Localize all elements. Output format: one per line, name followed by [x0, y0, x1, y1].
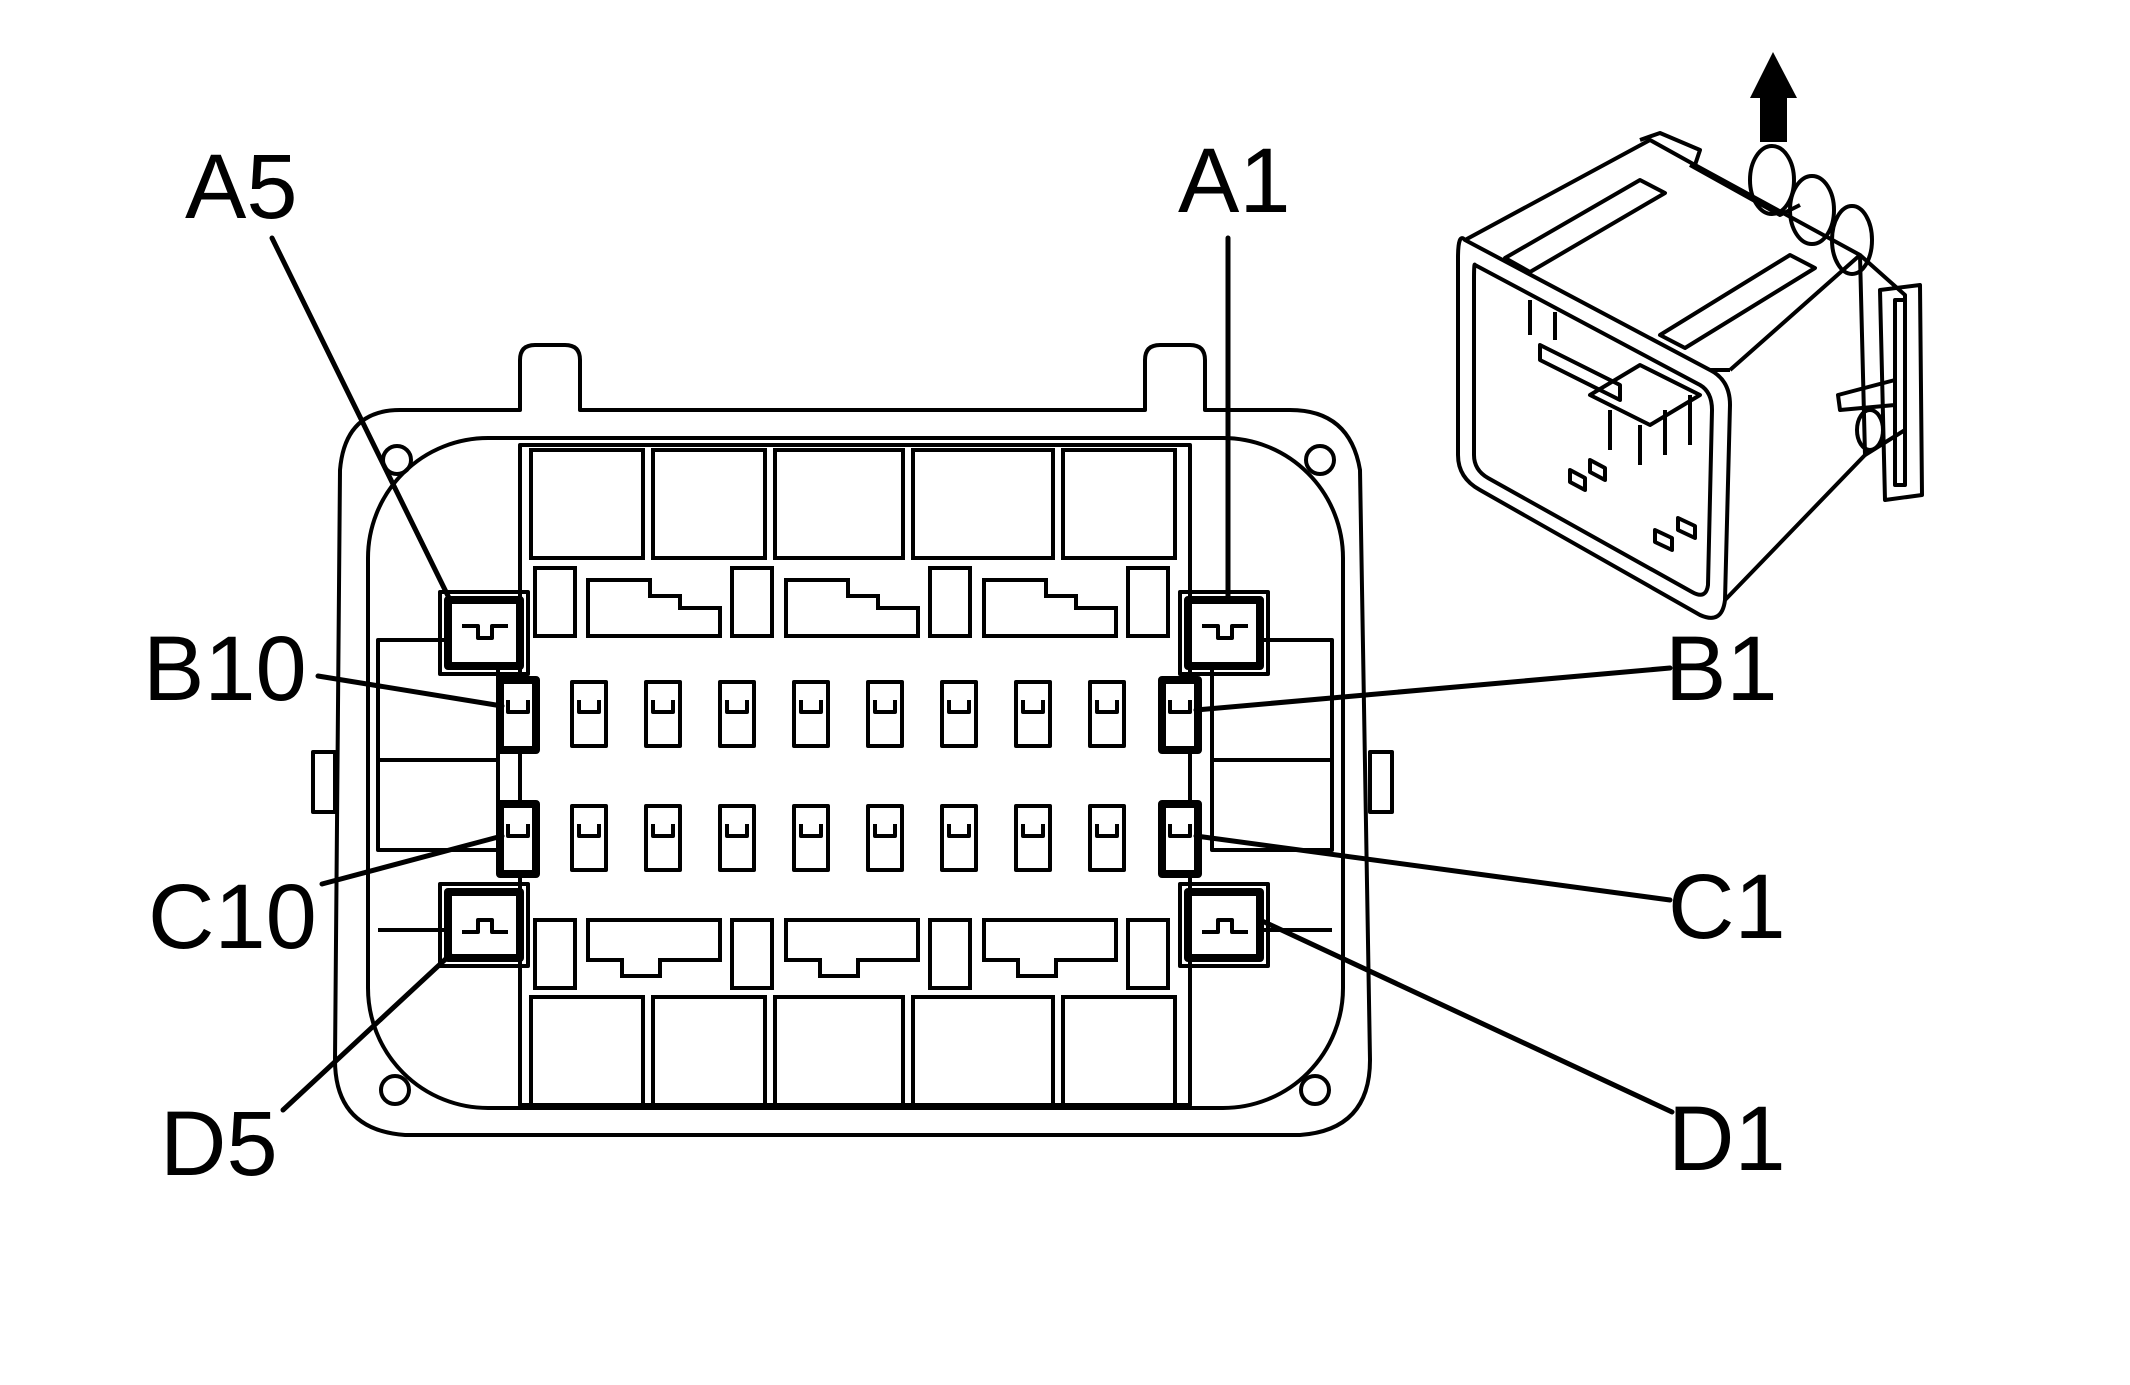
leader-a5 — [269, 235, 453, 603]
bottom-cavity-row — [529, 995, 1177, 1107]
terminal-row-c — [496, 800, 1202, 878]
pin-label-b10: B10 — [143, 618, 307, 720]
pin-label-a1: A1 — [1178, 130, 1291, 232]
leader-d5 — [280, 952, 453, 1113]
terminal-d5 — [438, 882, 530, 968]
leader-d1 — [1257, 917, 1675, 1115]
pin-label-b1: B1 — [1665, 618, 1778, 720]
mounting-hole — [1299, 1074, 1331, 1106]
side-latch — [1368, 750, 1394, 814]
terminal-row-b — [496, 676, 1202, 754]
pin-labels: A5 A1 B10 B1 C10 C1 D5 D1 — [143, 130, 1786, 1195]
connector-inner-body — [366, 436, 1345, 1110]
top-cavity-row — [529, 448, 1177, 560]
terminal-d1 — [1178, 882, 1270, 968]
mounting-hole — [1304, 444, 1336, 476]
mounting-hole — [379, 1074, 411, 1106]
leader-c1 — [1193, 833, 1673, 903]
pin-label-d1: D1 — [1668, 1088, 1786, 1190]
up-arrow-icon — [1750, 52, 1797, 142]
leader-b1 — [1193, 665, 1673, 713]
leader-b10 — [315, 673, 505, 709]
pin-label-c10: C10 — [148, 866, 317, 968]
pin-label-a5: A5 — [185, 136, 298, 238]
terminal-a1 — [1178, 590, 1270, 676]
upper-key-row — [533, 566, 1170, 638]
pin-label-d5: D5 — [160, 1093, 278, 1195]
connector-outer-flange — [333, 343, 1372, 1137]
leader-lines — [269, 235, 1675, 1115]
lower-key-row — [533, 918, 1170, 990]
connector-face — [311, 343, 1394, 1137]
side-latch — [311, 750, 337, 814]
leader-c10 — [319, 833, 505, 887]
connector-isometric-view — [1456, 131, 1924, 620]
terminal-a5 — [438, 590, 530, 676]
side-pocket — [1210, 638, 1334, 852]
pin-label-c1: C1 — [1668, 856, 1786, 958]
